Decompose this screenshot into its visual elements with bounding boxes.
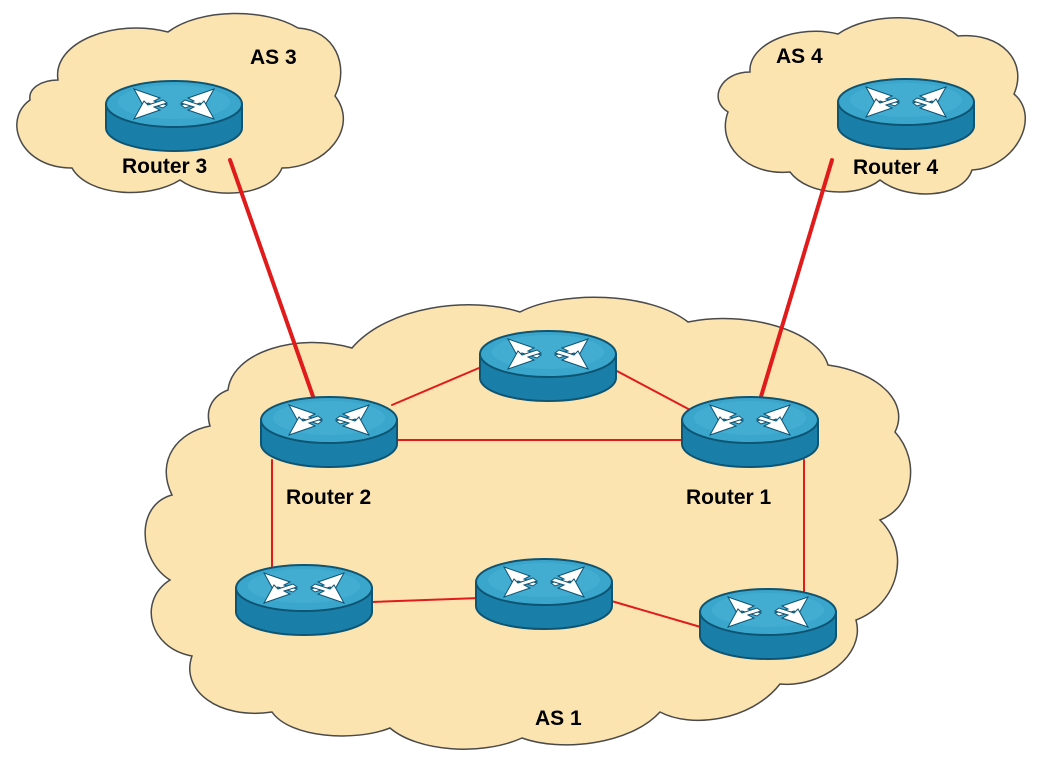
router-icon-rbm [475, 558, 613, 630]
router-icon-r2 [260, 396, 398, 468]
link-r3-r2 [228, 158, 318, 407]
cloud-label-as3: AS 3 [250, 46, 297, 69]
link-rbm-rbr [607, 599, 705, 629]
links-group [228, 158, 834, 629]
link-r2-rtop [391, 364, 487, 406]
router-icon-r3 [105, 80, 243, 152]
router-label-router1: Router 1 [686, 486, 772, 509]
link-rtop-r1 [614, 369, 695, 413]
router-icon-r4 [837, 78, 975, 150]
cloud-label-as4: AS 4 [776, 45, 823, 68]
router-icon-r1 [681, 396, 819, 468]
router-label-router4: Router 4 [853, 156, 939, 179]
router-label-router2: Router 2 [286, 486, 372, 509]
router-label-router3: Router 3 [122, 155, 208, 178]
router-icon-rbr [699, 588, 837, 660]
router-icon-rtop [479, 330, 617, 402]
link-r4-r1 [758, 158, 834, 402]
link-rbl-rbm [371, 597, 481, 603]
cloud-label-as1: AS 1 [535, 707, 582, 730]
router-icon-rbl [235, 564, 373, 636]
